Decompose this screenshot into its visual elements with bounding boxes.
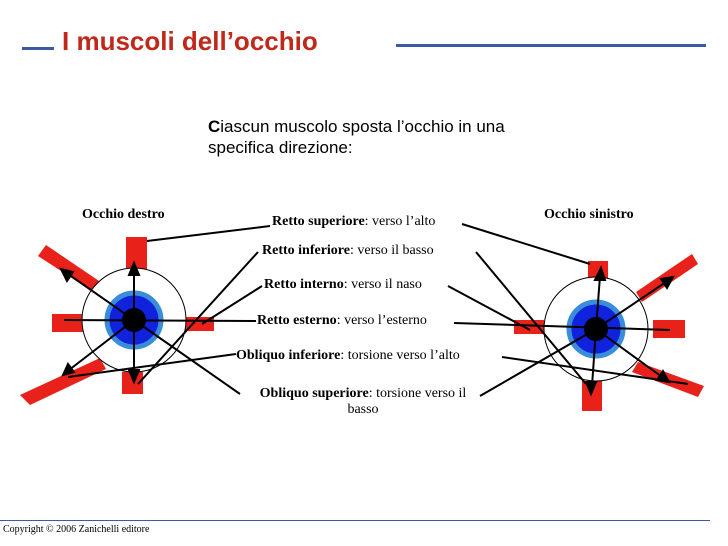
connector-superior-rectus-right: [146, 225, 271, 242]
left-eye-arrow-up: [595, 275, 601, 330]
left-eye-arrow-down: [591, 328, 597, 387]
muscle-desc-line2: basso: [347, 402, 379, 417]
right-eye-arrowhead-lower-left: [61, 362, 76, 377]
connector-inferior-oblique-right: [67, 353, 237, 378]
intro-text: Ciascun muscolo sposta l’occhio in una s…: [208, 116, 538, 158]
right-eye-lateral-rectus: [52, 314, 84, 332]
label-lateral-rectus: Retto esterno: verso l’esterno: [257, 313, 427, 329]
label-inferior-rectus: Retto inferiore: verso il basso: [262, 243, 434, 259]
left-eye-arrowhead-upper-right: [659, 275, 675, 290]
muscle-name: Obliquo superiore: [259, 386, 369, 401]
right-eye-inferior-oblique: [20, 358, 106, 405]
connector-superior-oblique-left: [479, 328, 597, 397]
right-eye-superior-oblique: [38, 245, 102, 293]
muscle-desc: : verso il naso: [343, 277, 422, 292]
label-medial-rectus: Retto interno: verso il naso: [264, 277, 422, 293]
left-eye-inferior-rectus: [582, 381, 602, 411]
muscle-desc: : torsione verso l’alto: [340, 348, 460, 363]
connector-inferior-rectus-left: [475, 251, 587, 385]
left-eye-arrowhead-up: [593, 265, 607, 281]
connector-superior-oblique-right: [133, 319, 241, 395]
left-eye-arrowhead-lower-right: [655, 369, 671, 384]
muscle-name: Retto interno: [264, 277, 344, 292]
title-line-left: [22, 47, 54, 50]
muscle-name: Retto superiore: [272, 214, 365, 229]
left-eye-label: Occhio sinistro: [544, 207, 634, 222]
left-eye-arrow-lower-right: [595, 328, 663, 378]
label-inferior-oblique: Obliquo inferiore: torsione verso l’alto: [236, 348, 460, 364]
connector-superior-rectus-left: [461, 223, 591, 265]
muscle-desc: : torsione verso il: [368, 386, 467, 401]
right-eye-arrowhead-down: [127, 369, 141, 385]
footer-divider: [0, 520, 710, 521]
muscle-name: Obliquo inferiore: [236, 348, 341, 363]
connector-lateral-rectus-left: [453, 322, 671, 331]
muscle-desc: : verso l’alto: [364, 214, 436, 229]
right-eye-arrowhead-up: [127, 260, 141, 276]
right-eye-superior-rectus: [126, 237, 147, 269]
copyright-text: Copyright © 2006 Zanichelli editore: [3, 524, 150, 535]
intro-initial: C: [208, 117, 221, 136]
label-superior-rectus: Retto superiore: verso l’alto: [272, 214, 435, 230]
title-line-right: [396, 44, 706, 47]
right-eye-inferior-rectus: [122, 372, 143, 394]
connector-medial-rectus-right: [201, 285, 263, 325]
left-eye-arrowhead-down: [584, 381, 598, 397]
right-eye-arrow-upper-left: [67, 273, 135, 321]
right-eye-label: Occhio destro: [82, 207, 165, 222]
muscle-desc: : verso il basso: [349, 243, 434, 258]
muscle-desc: : verso l’esterno: [336, 313, 427, 328]
connector-medial-rectus-left: [447, 285, 531, 331]
page-title: I muscoli dell’occhio: [62, 26, 318, 56]
right-eye-arrowhead-upper-left: [59, 267, 75, 283]
connector-lateral-rectus-right: [63, 319, 257, 322]
right-eye-arrow-lower-left: [68, 319, 135, 371]
muscle-name: Retto esterno: [257, 313, 337, 328]
muscle-name: Retto inferiore: [262, 243, 350, 258]
intro-rest: iascun muscolo sposta l’occhio in una sp…: [208, 117, 505, 157]
connector-inferior-rectus-right: [137, 251, 259, 385]
left-eye-arrow-upper-right: [595, 281, 667, 330]
